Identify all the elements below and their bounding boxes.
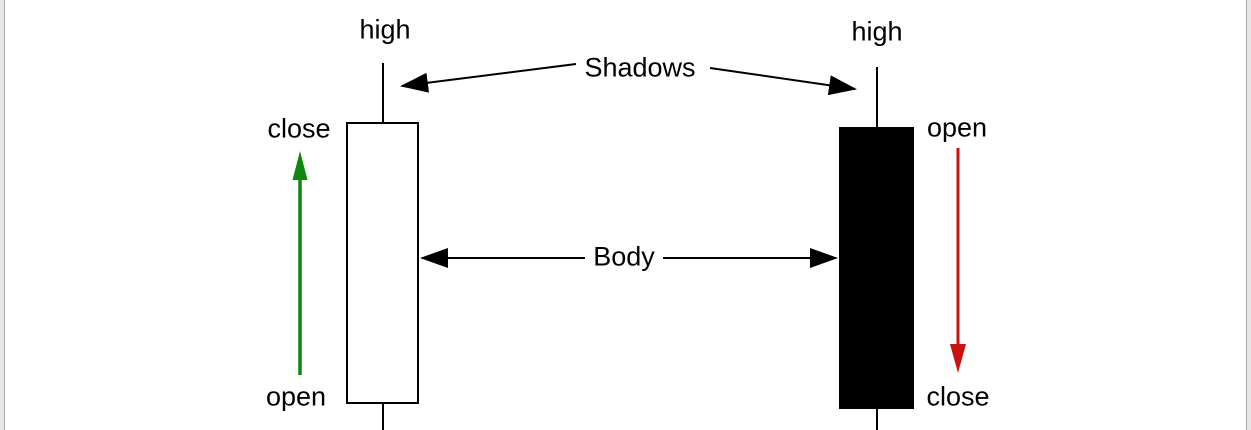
close-label-right: close (926, 381, 990, 412)
price-up-arrow (292, 151, 308, 375)
price-down-arrowhead (950, 344, 966, 373)
body-label: Body (593, 241, 655, 272)
page-margin-right (1246, 0, 1251, 430)
bullish-candle (346, 63, 419, 430)
shadows-label: Shadows (584, 52, 696, 83)
price-down-arrow (950, 148, 966, 373)
high-label-left: high (359, 14, 411, 45)
open-label-right: open (926, 112, 988, 143)
close-label-left: close (267, 113, 331, 144)
bearish-candle (839, 67, 914, 430)
price-up-arrowhead (292, 151, 308, 180)
page-margin-left (0, 0, 5, 430)
shadows-annotation-arrow-left (400, 63, 577, 93)
bearish-candle-body (839, 127, 914, 409)
bullish-candle-body (346, 122, 419, 404)
open-label-left: open (265, 381, 327, 412)
high-label-right: high (851, 16, 903, 47)
shadows-annotation-arrow-right (709, 67, 857, 96)
